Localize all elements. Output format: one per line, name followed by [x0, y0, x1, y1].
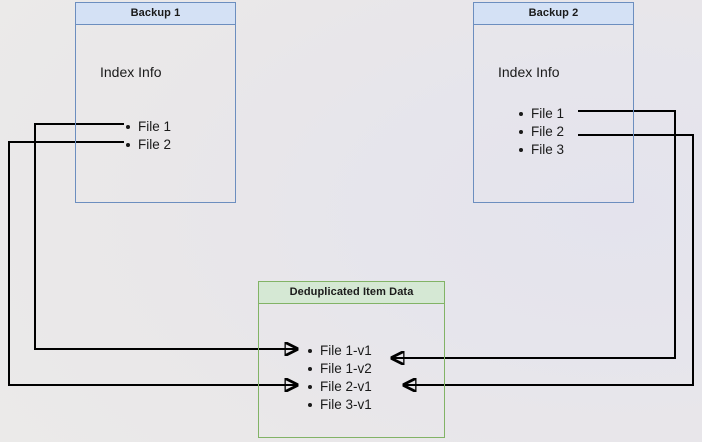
list-item: File 3-v1 [307, 396, 372, 414]
node-backup-1-header: Backup 1 [76, 3, 235, 25]
node-backup-1[interactable]: Backup 1 Index Info File 1 File 2 [75, 2, 236, 203]
backup-2-index-label: Index Info [498, 64, 560, 80]
list-item: File 1-v2 [307, 360, 372, 378]
backup-1-file-list: File 1 File 2 [125, 118, 171, 154]
node-backup-2-body: Index Info File 1 File 2 File 3 [474, 25, 633, 202]
list-item: File 2-v1 [307, 378, 372, 396]
node-backup-1-body: Index Info File 1 File 2 [76, 25, 235, 202]
edge-backup1-file2-to-file2v1 [8, 141, 297, 385]
backup-2-file-list: File 1 File 2 File 3 [518, 105, 564, 159]
node-backup-2[interactable]: Backup 2 Index Info File 1 File 2 File 3 [473, 2, 634, 203]
list-item: File 3 [518, 141, 564, 159]
dedup-file-list: File 1-v1 File 1-v2 File 2-v1 File 3-v1 [307, 342, 372, 414]
backup-1-index-label: Index Info [100, 64, 162, 80]
node-dedup-header: Deduplicated Item Data [259, 282, 444, 304]
list-item: File 2 [518, 123, 564, 141]
list-item: File 2 [125, 136, 171, 154]
list-item: File 1-v1 [307, 342, 372, 360]
list-item: File 1 [125, 118, 171, 136]
node-deduplicated-item-data[interactable]: Deduplicated Item Data File 1-v1 File 1-… [258, 281, 445, 438]
edge-backup1-file1-to-file1v1 [34, 123, 297, 349]
node-backup-2-header: Backup 2 [474, 3, 633, 25]
edge-backup2-file2-to-file2v1 [404, 134, 694, 385]
list-item: File 1 [518, 105, 564, 123]
edge-backup2-file1-to-file1v2 [392, 110, 676, 358]
node-dedup-body: File 1-v1 File 1-v2 File 2-v1 File 3-v1 [259, 304, 444, 437]
